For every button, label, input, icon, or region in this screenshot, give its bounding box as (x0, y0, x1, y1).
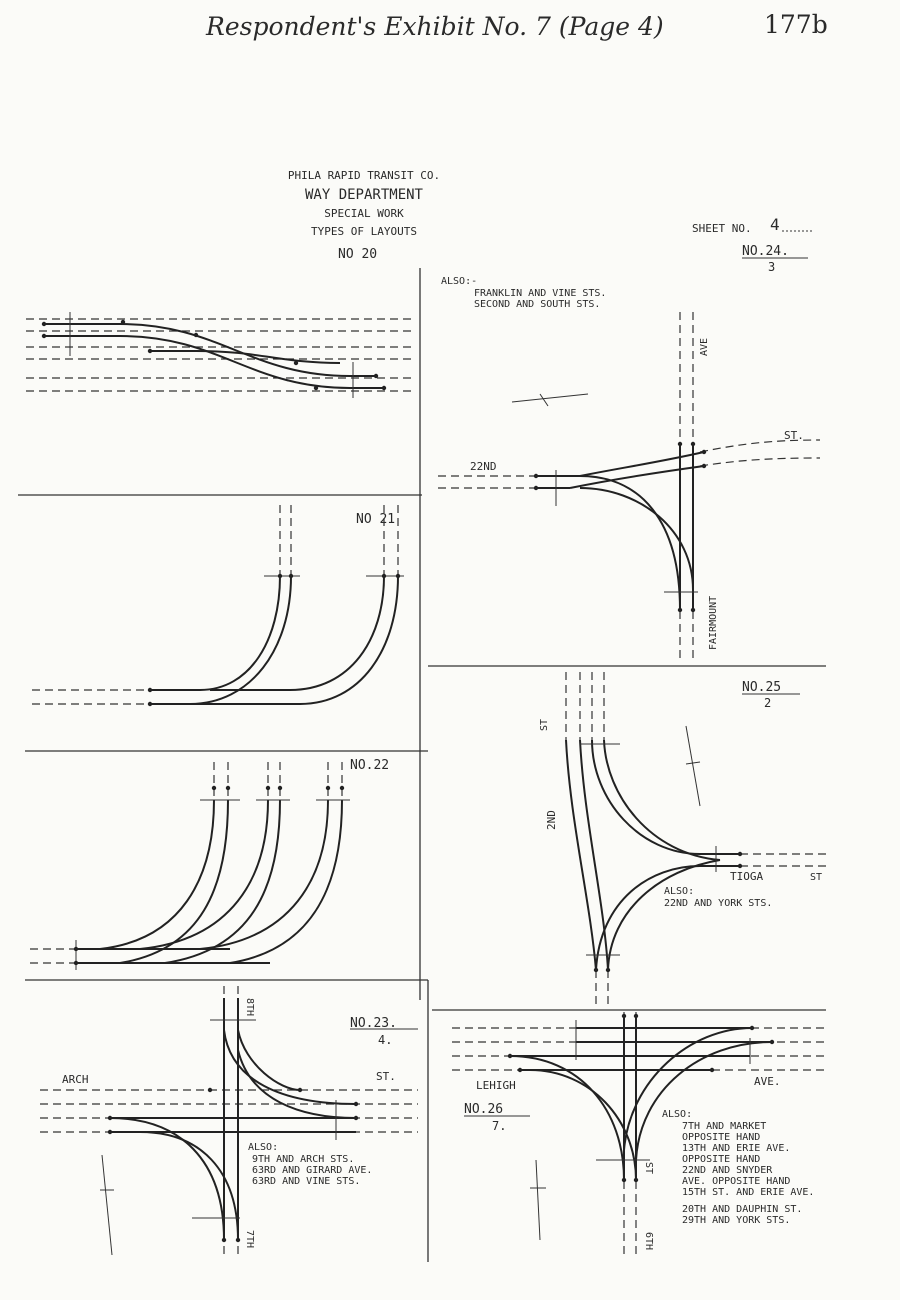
street-arch-st: ST. (376, 1070, 396, 1083)
layout-26-also-3: 13TH AND ERIE AVE. (682, 1143, 790, 1154)
layout-25-also-0: ALSO: (664, 886, 694, 897)
layout-23-also-2: 63RD AND GIRARD AVE. (252, 1165, 372, 1176)
panel-frame (18, 268, 826, 1262)
layout-26-north-arrow (535, 1159, 541, 1241)
layout-26-also-8: 20TH AND DAUPHIN ST. (682, 1204, 802, 1215)
layout-25-also-1: 22ND AND YORK STS. (664, 898, 772, 909)
sheet-number: 4 (770, 215, 780, 234)
layout-26-also-4: OPPOSITE HAND (682, 1154, 760, 1165)
street-22nd: 22ND (470, 460, 497, 473)
north-arrow (101, 1154, 113, 1256)
street-7th: 7TH (244, 1230, 255, 1248)
layout-25-number: NO.25 (742, 680, 781, 695)
street-26-st: ST (643, 1162, 654, 1174)
layout-26-also-2: OPPOSITE HAND (682, 1132, 760, 1143)
layout-23-also-0: ALSO: (248, 1142, 278, 1153)
layout-26-also-5: 22ND AND SNYDER (682, 1165, 773, 1176)
layout-26-also-1: 7TH AND MARKET (682, 1121, 766, 1132)
layout-26-also-9: 29TH AND YORK STS. (682, 1215, 790, 1226)
company-name: PHILA RAPID TRANSIT CO. (288, 169, 440, 182)
layout-24-number: NO.24. (742, 244, 789, 259)
layout-23-count: 4. (378, 1033, 392, 1047)
street-lehigh-ave: AVE. (754, 1075, 781, 1088)
street-2nd: 2ND (545, 810, 558, 830)
layout-no-23: NO.23. 4. ARCH ST. 8TH 7TH (40, 986, 418, 1258)
layout-no-25: NO.25 2 ST 2ND TIOGA ST ALSO: 22ND AND Y… (539, 672, 826, 1008)
street-8th: 8TH (244, 998, 255, 1016)
layout-24-also-0: ALSO:- (441, 276, 477, 287)
layout-no-20: NO 20 (26, 247, 412, 398)
street-arch: ARCH (62, 1073, 89, 1086)
layout-20-number: NO 20 (338, 247, 377, 262)
street-tioga-st: ST (810, 872, 822, 883)
street-6th: 6TH (643, 1232, 654, 1250)
layout-25-count: 2 (764, 696, 771, 710)
layout-26-count: 7. (492, 1119, 506, 1133)
street-lehigh: LEHIGH (476, 1079, 516, 1092)
special-work-label: SPECIAL WORK (324, 207, 404, 220)
street-fairmount: FAIRMOUNT (708, 596, 719, 650)
layout-23-also-3: 63RD AND VINE STS. (252, 1176, 360, 1187)
layout-25-north-arrow (685, 725, 701, 807)
types-of-layouts-label: TYPES OF LAYOUTS (311, 225, 417, 238)
layout-21-number: NO 21 (356, 512, 395, 527)
layout-24-north-arrow (511, 393, 589, 403)
layout-no-22: NO.22 (30, 758, 389, 970)
layout-26-also-6: AVE. OPPOSITE HAND (682, 1176, 790, 1187)
layout-24-also-1: FRANKLIN AND VINE STS. (474, 288, 606, 299)
layout-23-number: NO.23. (350, 1016, 397, 1031)
layout-no-24: NO.24. 3 ALSO:- FRANKLIN AND VINE STS. S… (438, 244, 821, 660)
layout-no-26: NO.26 7. LEHIGH AVE. ST 6TH (452, 1012, 826, 1258)
exhibit-title: Respondent's Exhibit No. 7 (Page 4) (206, 12, 664, 41)
layout-23-also-1: 9TH AND ARCH STS. (252, 1154, 354, 1165)
street-st: ST. (784, 429, 804, 442)
sheet-label: SHEET NO. (692, 222, 752, 235)
department-name: WAY DEPARTMENT (305, 187, 424, 203)
street-25-st: ST (539, 719, 550, 731)
layout-24-also-2: SECOND AND SOUTH STS. (474, 299, 600, 310)
layout-no-21: NO 21 (32, 505, 404, 707)
street-tioga: TIOGA (730, 870, 763, 883)
layout-24-count: 3 (768, 260, 775, 274)
layout-26-number: NO.26 (464, 1102, 503, 1117)
street-ave: AVE (699, 338, 710, 356)
page-number: 177b (764, 10, 828, 39)
layout-26-also-0: ALSO: (662, 1109, 692, 1120)
layout-26-also-7: 15TH ST. AND ERIE AVE. (682, 1187, 814, 1198)
layout-22-number: NO.22 (350, 758, 389, 773)
